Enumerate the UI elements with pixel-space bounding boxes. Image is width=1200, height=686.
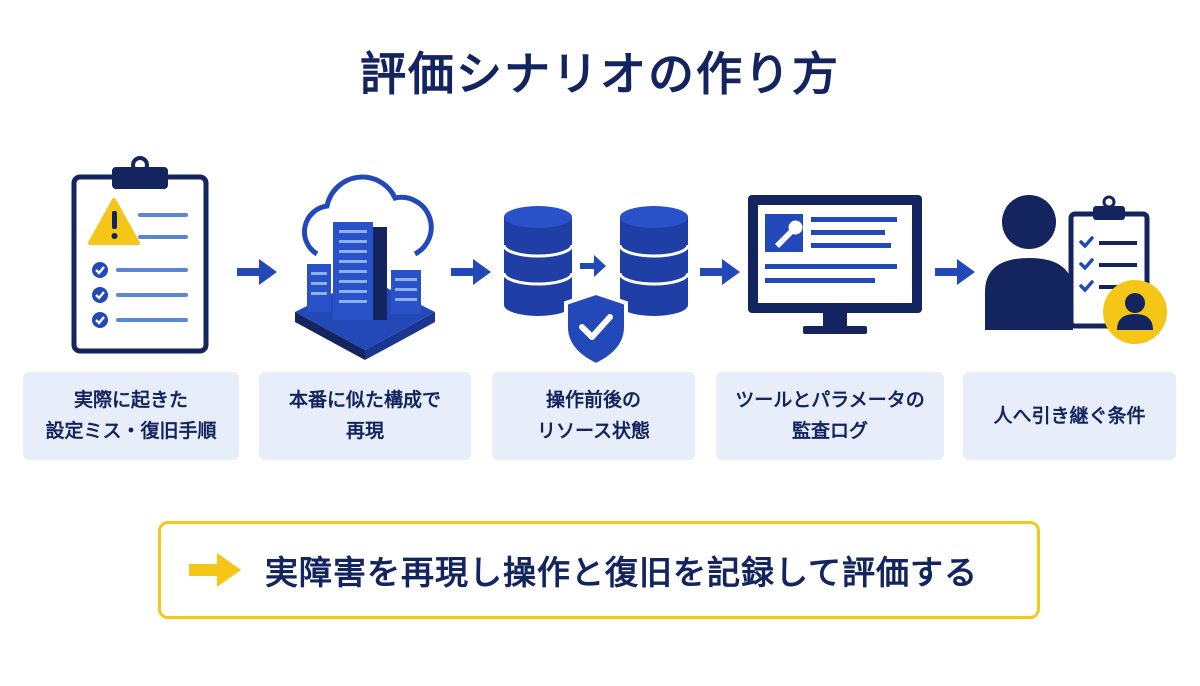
- step-caption-4: ツールとパラメータの 監査ログ: [716, 372, 944, 460]
- arrow-right-icon: [451, 259, 491, 285]
- cloud-servers-icon: [295, 174, 435, 360]
- person-clipboard-icon: [985, 195, 1167, 344]
- step-caption-text: 人へ引き継ぐ条件: [993, 404, 1146, 427]
- step-caption-text: 実際に起きた 設定ミス・復旧手順: [45, 389, 217, 442]
- monitor-wrench-icon: [748, 195, 922, 334]
- arrow-right-icon: [237, 259, 277, 285]
- clipboard-warning-icon: [71, 156, 209, 354]
- step-caption-text: 本番に似た構成で 再現: [288, 389, 441, 442]
- database-shield-icon: [502, 206, 690, 368]
- arrow-right-icon: [935, 259, 975, 285]
- page-title: 評価シナリオの作り方: [360, 47, 840, 101]
- arrow-right-icon: [700, 259, 740, 285]
- arrow-right-icon: [189, 553, 241, 587]
- step-caption-1: 実際に起きた 設定ミス・復旧手順: [23, 372, 239, 460]
- step-caption-text: 操作前後の リソース状態: [536, 389, 651, 442]
- step-caption-text: ツールとパラメータの 監査ログ: [735, 389, 925, 442]
- summary-text: 実障害を再現し操作と復旧を記録して評価する: [265, 553, 979, 592]
- step-caption-2: 本番に似た構成で 再現: [259, 372, 471, 460]
- step-caption-3: 操作前後の リソース状態: [492, 372, 695, 460]
- step-caption-5: 人へ引き継ぐ条件: [963, 372, 1176, 460]
- summary-box: 実障害を再現し操作と復旧を記録して評価する: [158, 521, 1040, 619]
